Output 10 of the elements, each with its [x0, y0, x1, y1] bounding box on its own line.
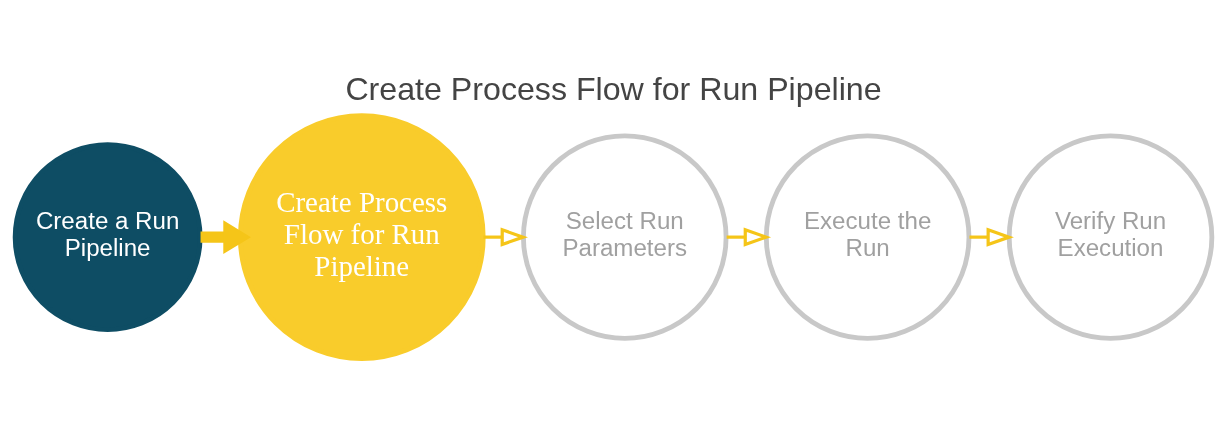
arrow [969, 227, 1014, 247]
node-circle: Create a Run Pipeline [12, 141, 203, 332]
diagram-title: Create Process Flow for Run Pipeline [345, 70, 882, 107]
arrow [200, 219, 251, 254]
arrow [726, 227, 772, 247]
node-circle: Execute the Run [763, 132, 972, 341]
node-circle: Create Process Flow for Run Pipeline [237, 112, 486, 361]
node-circle: Select Run Parameters [521, 132, 729, 341]
node-circle: Verify Run Execution [1006, 132, 1215, 341]
arrow [483, 227, 528, 247]
